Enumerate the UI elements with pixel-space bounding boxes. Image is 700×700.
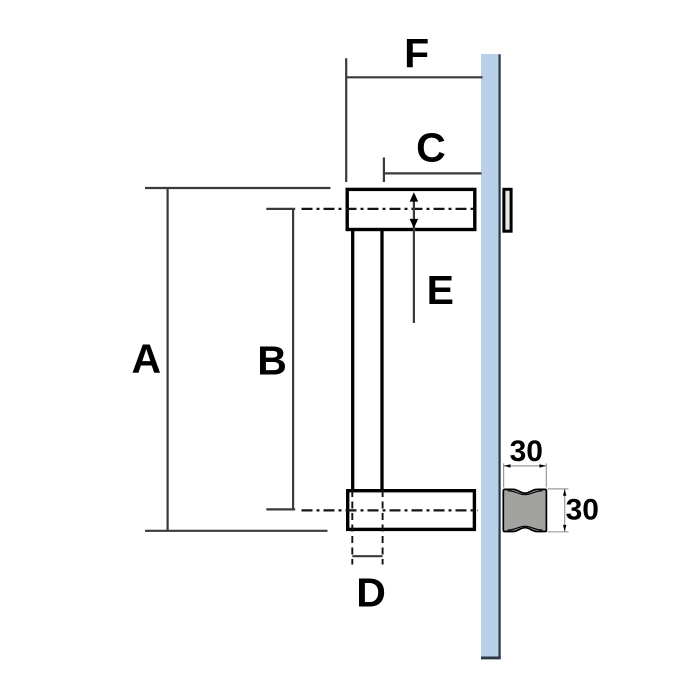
svg-text:30: 30 xyxy=(510,435,543,468)
svg-text:30: 30 xyxy=(566,494,599,527)
svg-text:F: F xyxy=(404,30,429,76)
svg-text:A: A xyxy=(131,336,161,382)
svg-text:E: E xyxy=(427,267,454,313)
svg-text:B: B xyxy=(257,338,287,384)
svg-text:C: C xyxy=(416,124,446,170)
svg-text:D: D xyxy=(356,569,386,615)
